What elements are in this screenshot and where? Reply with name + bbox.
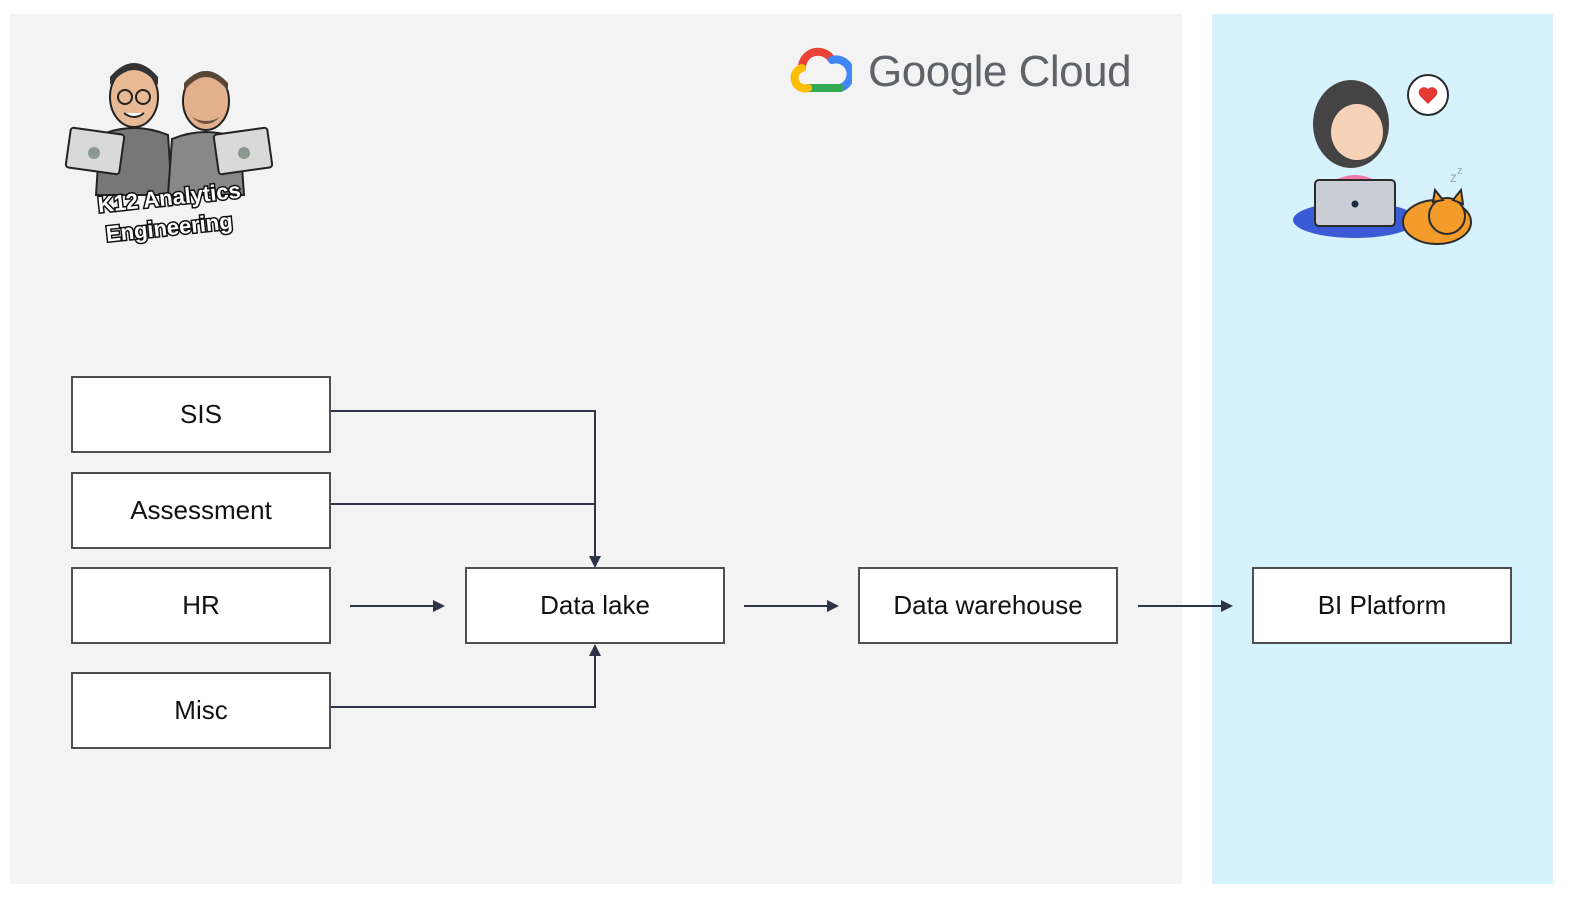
data-warehouse-node: Data warehouse (858, 567, 1118, 644)
sis-node: SIS (71, 376, 331, 453)
hr-node: HR (71, 567, 331, 644)
k12-analytics-engineering-logo: K12 Analytics Engineering (60, 55, 280, 255)
data-lake-node: Data lake (465, 567, 725, 644)
sis-to-data-lake-connector (331, 410, 601, 568)
assessment-node: Assessment (71, 472, 331, 549)
svg-text:z: z (1450, 169, 1457, 185)
google-cloud-logo: Google Cloud (782, 42, 1132, 102)
misc-to-data-lake-connector (331, 644, 601, 708)
google-cloud-icon (790, 47, 852, 93)
svg-text:z: z (1457, 165, 1463, 177)
google-cloud-wordmark: Google Cloud (868, 47, 1132, 96)
bi-panel (1212, 14, 1553, 884)
bi-user-illustration: z z (1285, 70, 1485, 255)
bi-platform-node: BI Platform (1252, 567, 1512, 644)
misc-node: Misc (71, 672, 331, 749)
